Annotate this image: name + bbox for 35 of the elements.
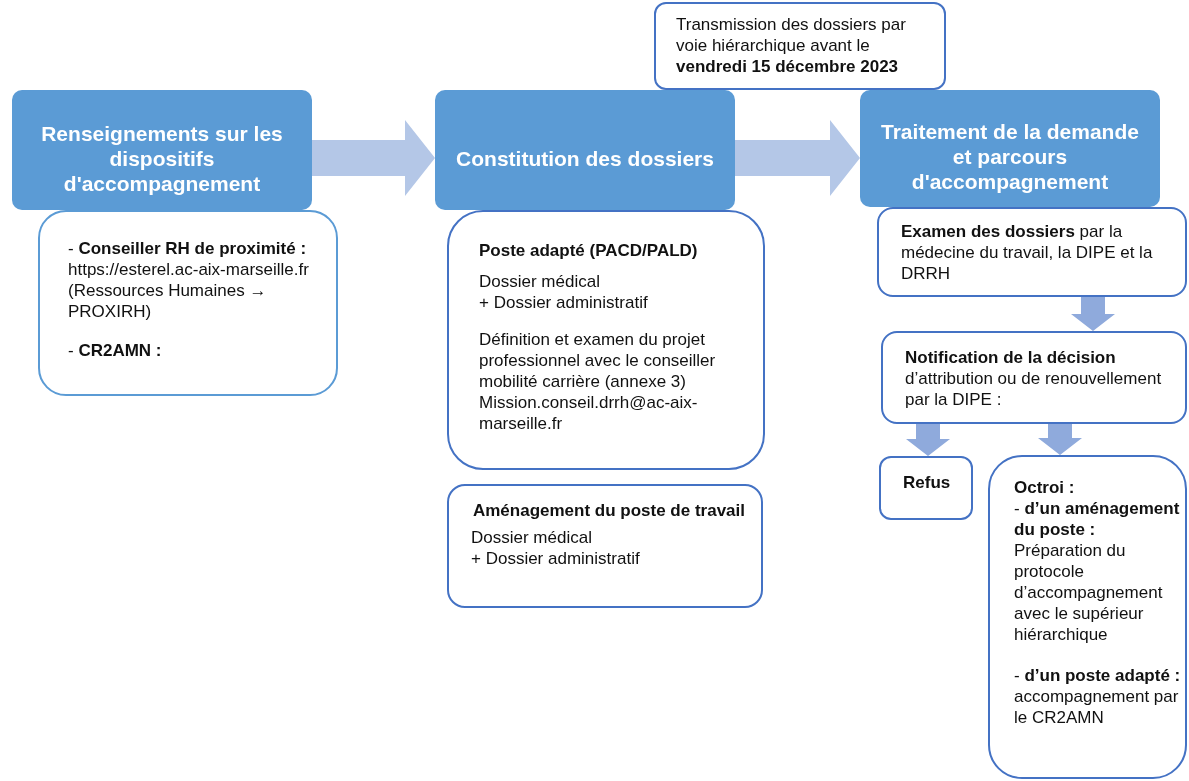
box-text: - CR2AMN : [68,340,163,361]
rounded-box [881,331,1187,424]
rounded-box [38,210,338,396]
block-arrow [1071,297,1115,331]
rounded-box [988,455,1187,779]
box-text: Aménagement du poste de travail [471,500,747,521]
stage-header [12,90,312,210]
block-arrow [906,424,950,456]
box-text: - d’un poste adapté : accompagnement par le CR2AMN [1014,665,1181,728]
box-text: + Dossier administratif [479,292,649,313]
box-text: Dossier médical [479,271,601,292]
header-title: Renseignements sur les dispositifs d'accompagnement [40,120,284,196]
rounded-box [879,456,973,520]
stage-header [860,90,1160,207]
box-text: - d’un aménagement du poste : Préparation du protocole d’accompagnement avec le supérieur hiérarchique [1014,498,1181,645]
block-arrow [735,120,860,196]
stage-header [435,90,735,210]
box-text: Notification de la décision d’attribution ou de renouvellement par la DIPE : [905,347,1163,410]
header-title: Constitution des dossiers [456,145,714,171]
box-text: Octroi : [1014,477,1076,498]
block-arrow [312,120,435,196]
box-text: - Conseiller RH de proximité : https://esterel.ac-aix-marseille.fr (Ressources Humaines → PROXIRH) [68,238,310,322]
box-text: Poste adapté (PACD/PALD) [479,240,699,261]
block-arrow [1038,424,1082,455]
rounded-box [877,207,1187,297]
box-text: + Dossier administratif [471,548,641,569]
header-title: Traitement de la demande et parcours d'accompagnement [880,119,1140,194]
rounded-box [447,210,765,470]
box-text: Refus [903,472,952,493]
box-text: Transmission des dossiers par voie hiérarchique avant le vendredi 15 décembre 2023 [676,14,907,77]
box-text: Définition et examen du projet professionnel avec le conseiller mobilité carrière (annexe 3) Mission.conseil.drrh@ac-aix-marseille.fr [479,329,717,434]
box-text: Dossier médical [471,527,593,548]
box-text: Examen des dossiers par la médecine du travail, la DIPE et la DRRH [901,221,1154,284]
rounded-box [447,484,763,608]
rounded-box [654,2,946,90]
